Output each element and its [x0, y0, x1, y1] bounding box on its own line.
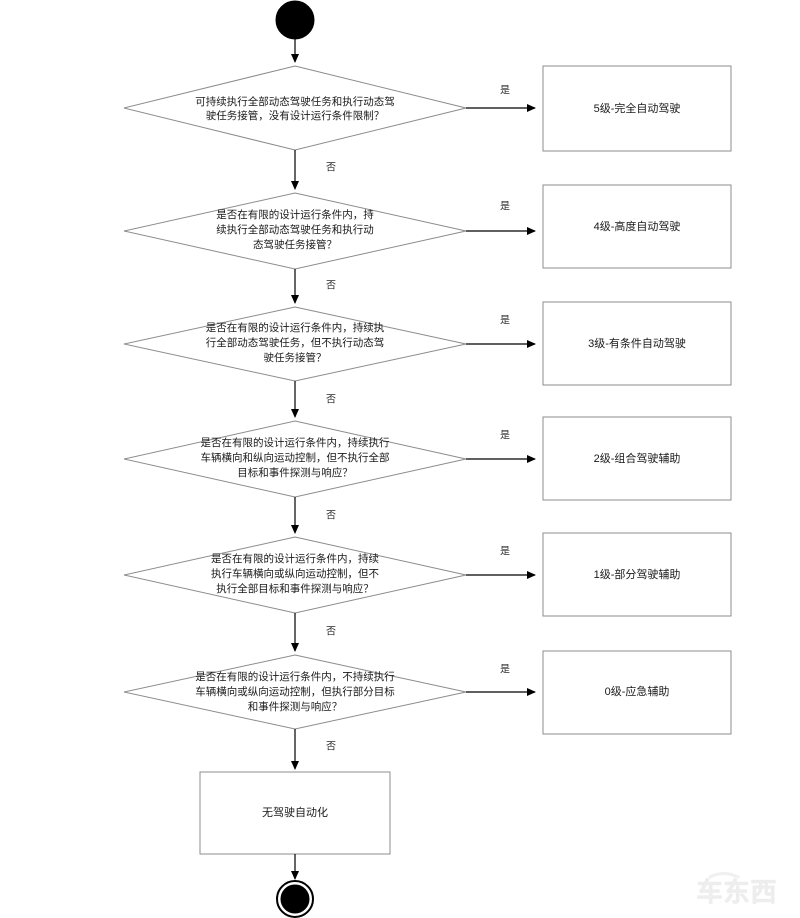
branch-label-no-d1: 否	[326, 626, 336, 638]
result-level-2-label: 2级-组合驾驶辅助	[594, 451, 681, 465]
result-level-1[interactable]: 1级-部分驾驶辅助	[542, 532, 732, 617]
decision-level-5-line-2: 驶任务接管，没有设计运行条件限制？	[206, 109, 385, 122]
result-level-0-label: 0级-应急辅助	[605, 684, 670, 698]
decision-level-2-line-3: 目标和事件探测与响应？	[237, 466, 353, 479]
decision-level-4-line-2: 续执行全部动态驾驶任务和执行动	[216, 223, 374, 236]
result-level-3[interactable]: 3级-有条件自动驾驶	[542, 301, 732, 386]
decision-level-1-line-3: 执行全部目标和事件探测与响应？	[216, 582, 374, 595]
final-box-no-automation[interactable]: 无驾驶自动化	[199, 771, 391, 855]
decision-level-5-line-1: 可持续执行全部动态驾驶任务和执行动态驾	[195, 95, 395, 108]
result-level-4-label: 4级-高度自动驾驶	[594, 219, 681, 233]
decision-level-0[interactable]: 是否在有限的设计运行条件内，不持续执行 车辆横向或纵向运动控制，但执行部分目标 …	[123, 654, 467, 730]
final-box-label: 无驾驶自动化	[262, 805, 328, 819]
branch-label-yes-d2: 是	[500, 430, 510, 442]
branch-label-yes-d0: 是	[500, 664, 510, 676]
result-level-2[interactable]: 2级-组合驾驶辅助	[542, 416, 732, 501]
branch-label-yes-d1: 是	[500, 546, 510, 558]
decision-level-0-line-3: 和事件探测与响应？	[248, 700, 343, 713]
end-terminal	[276, 880, 314, 918]
decision-level-3-line-3: 驶任务接管？	[264, 351, 327, 364]
decision-level-4[interactable]: 是否在有限的设计运行条件内，持 续执行全部动态驾驶任务和执行动 态驾驶任务接管？	[123, 192, 467, 270]
branch-label-yes-d3: 是	[500, 315, 510, 327]
decision-level-2-line-1: 是否在有限的设计运行条件内，持续执行	[201, 436, 390, 449]
branch-label-no-d5: 否	[326, 162, 336, 174]
decision-level-5[interactable]: 可持续执行全部动态驾驶任务和执行动态驾 驶任务接管，没有设计运行条件限制？	[123, 65, 467, 151]
branch-label-yes-d4: 是	[500, 201, 510, 213]
branch-label-no-d4: 否	[326, 280, 336, 292]
result-level-4[interactable]: 4级-高度自动驾驶	[542, 184, 732, 269]
decision-level-3-line-2: 行全部动态驾驶任务，但不执行动态驾	[206, 336, 385, 349]
decision-level-2-line-2: 车辆横向和纵向运动控制，但不执行全部	[201, 451, 390, 464]
decision-level-3-line-1: 是否在有限的设计运行条件内，持续执	[206, 321, 385, 334]
branch-label-no-d3: 否	[326, 394, 336, 406]
decision-level-0-line-2: 车辆横向或纵向运动控制，但执行部分目标	[195, 685, 395, 698]
result-level-5-label: 5级-完全自动驾驶	[594, 101, 681, 115]
branch-label-no-d2: 否	[326, 510, 336, 522]
branch-label-no-d0: 否	[326, 741, 336, 753]
result-level-5[interactable]: 5级-完全自动驾驶	[542, 65, 732, 152]
decision-level-1[interactable]: 是否在有限的设计运行条件内，持续 执行车辆横向或纵向运动控制，但不 执行全部目标…	[123, 536, 467, 614]
decision-level-4-line-1: 是否在有限的设计运行条件内，持	[216, 208, 374, 221]
result-level-3-label: 3级-有条件自动驾驶	[588, 336, 686, 350]
decision-level-0-line-1: 是否在有限的设计运行条件内，不持续执行	[195, 670, 395, 683]
decision-level-2[interactable]: 是否在有限的设计运行条件内，持续执行 车辆横向和纵向运动控制，但不执行全部 目标…	[123, 420, 467, 498]
decision-level-4-line-3: 态驾驶任务接管？	[253, 238, 337, 251]
decision-level-1-line-1: 是否在有限的设计运行条件内，持续	[211, 552, 379, 565]
result-level-1-label: 1级-部分驾驶辅助	[594, 567, 681, 581]
result-level-0[interactable]: 0级-应急辅助	[542, 650, 732, 735]
branch-label-yes-d5: 是	[500, 85, 510, 97]
decision-level-3[interactable]: 是否在有限的设计运行条件内，持续执 行全部动态驾驶任务，但不执行动态驾 驶任务接…	[123, 306, 467, 382]
start-terminal	[275, 0, 315, 40]
decision-level-1-line-2: 执行车辆横向或纵向运动控制，但不	[211, 567, 379, 580]
